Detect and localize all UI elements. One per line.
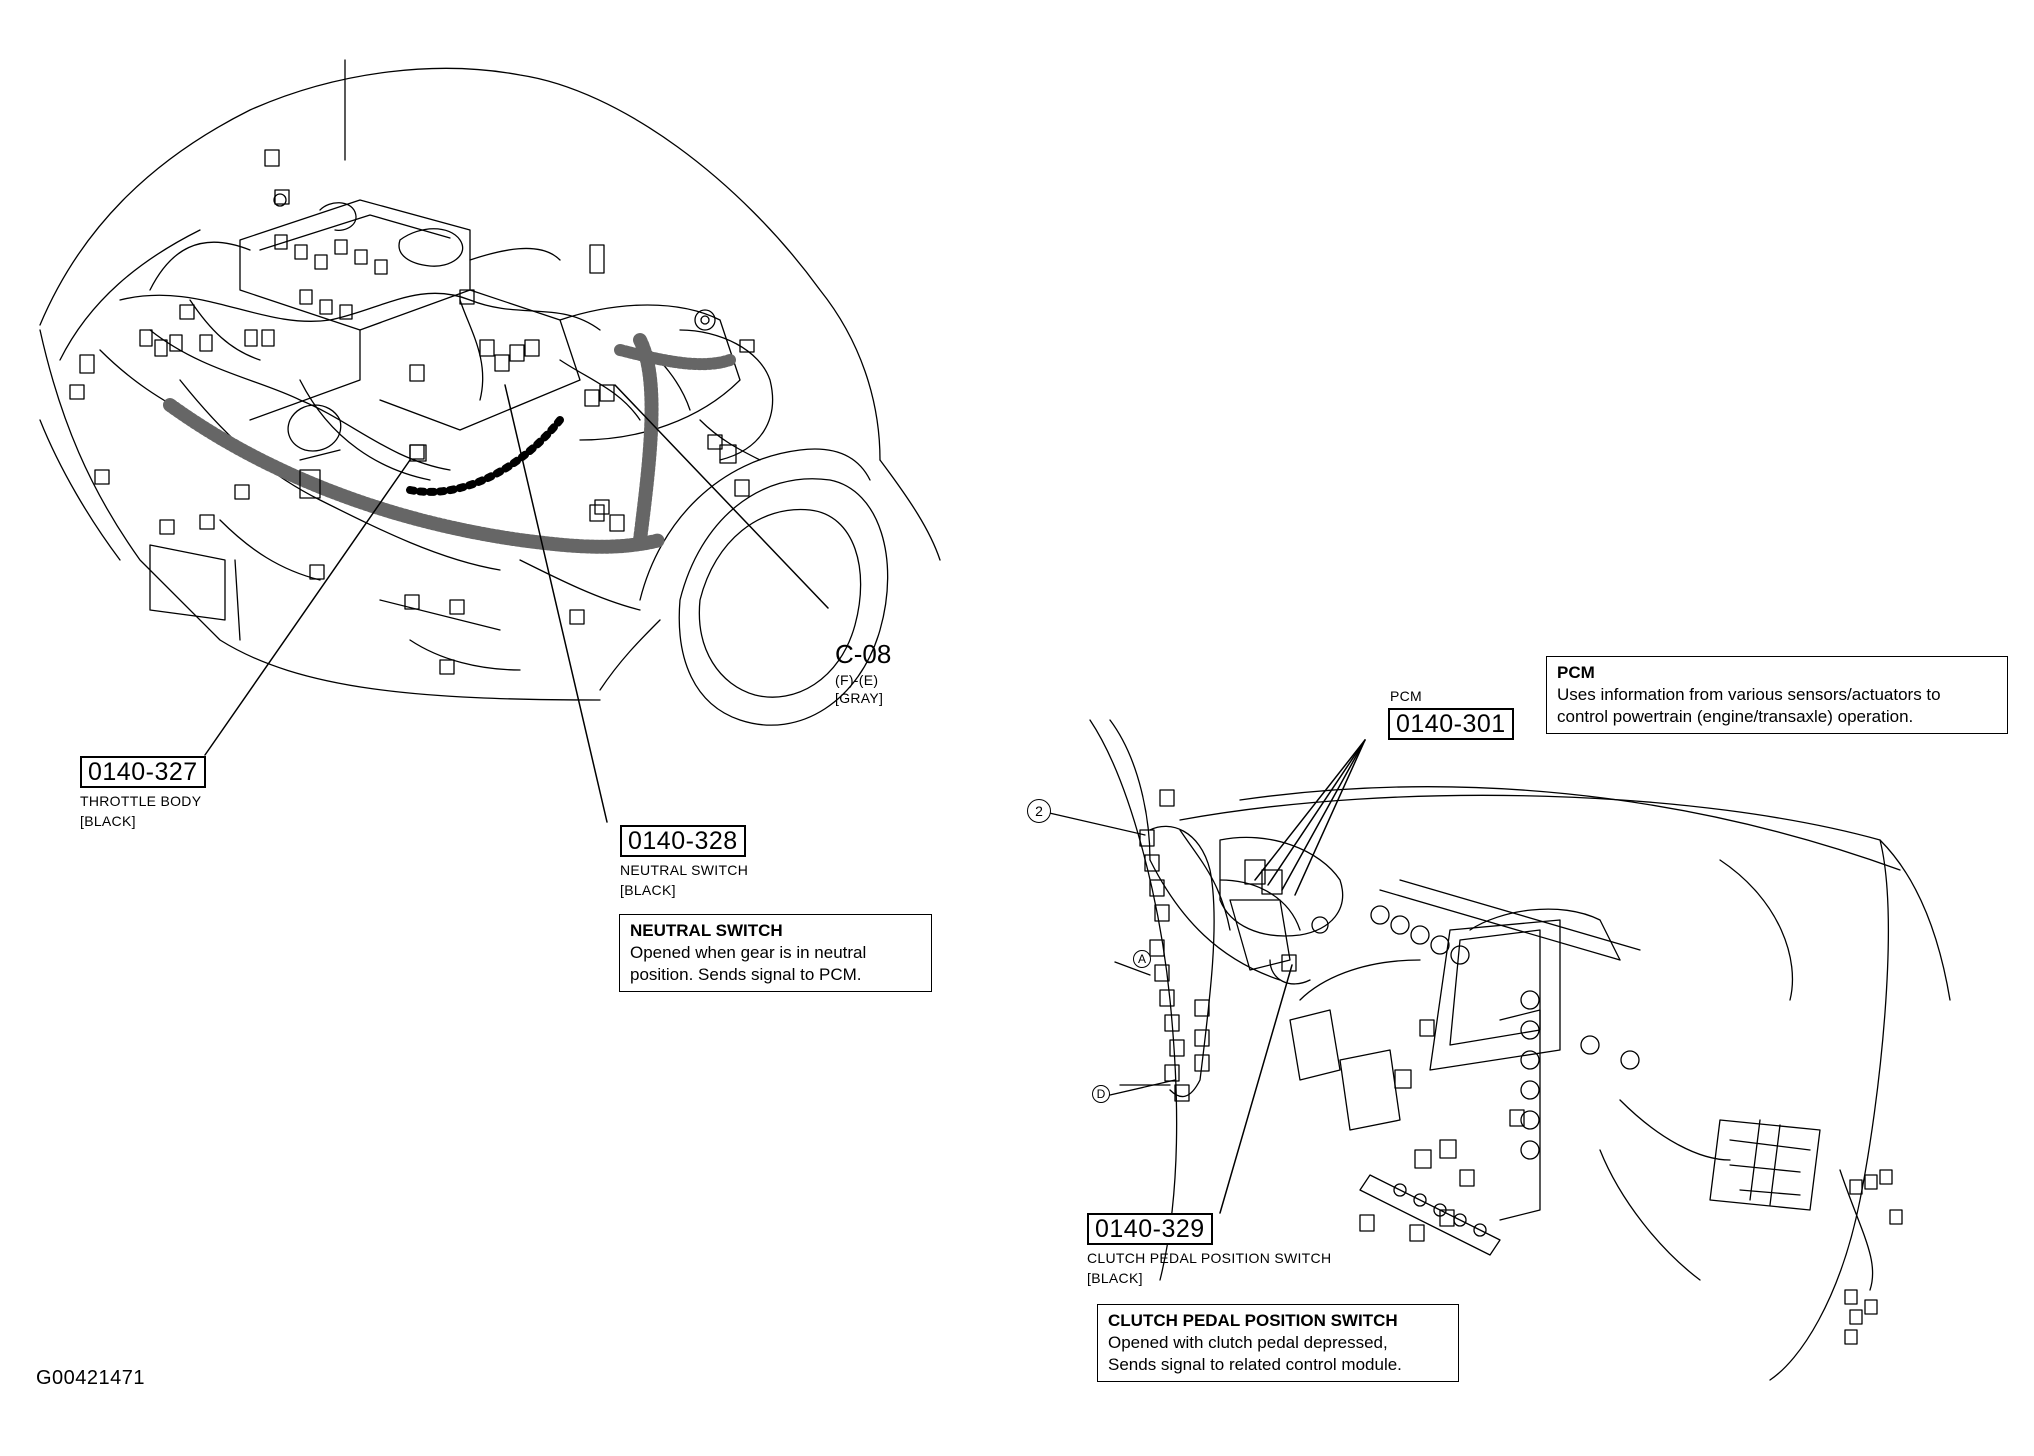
neutral-switch-connector-color: [BLACK] [620,882,676,898]
pcm-connector-label: PCM [1390,688,1423,704]
c08-connector-code: C-08 [835,639,892,669]
neutral-switch-connector-name: NEUTRAL SWITCH [620,862,749,878]
clutch-switch-connector-code: 0140-329 [1087,1213,1213,1245]
marker-2: 2 [1027,799,1051,823]
pcm-info-box: PCM Uses information from various sensor… [1546,656,2008,734]
throttle-body-connector-code: 0140-327 [80,756,206,788]
pcm-info-line-1: Uses information from various sensors/ac… [1557,685,1941,704]
marker-d: D [1092,1085,1110,1103]
clutch-switch-connector-name: CLUTCH PEDAL POSITION SWITCH [1087,1250,1332,1266]
c08-connector-pins: (F)-(E) [835,672,879,688]
clutch-switch-info-title: CLUTCH PEDAL POSITION SWITCH [1108,1311,1398,1330]
clutch-switch-info-line-1: Opened with clutch pedal depressed, [1108,1333,1388,1352]
c08-connector-color: [GRAY] [835,690,884,706]
clutch-switch-info-line-2: Sends signal to related control module. [1108,1355,1402,1374]
pcm-info-line-2: control powertrain (engine/transaxle) op… [1557,707,1914,726]
neutral-switch-info-box: NEUTRAL SWITCH Opened when gear is in ne… [619,914,932,992]
figure-id: G00421471 [36,1367,146,1389]
dashboard-drawing [1044,719,1951,1381]
neutral-switch-info-title: NEUTRAL SWITCH [630,921,783,940]
pcm-info-title: PCM [1557,663,1595,682]
engine-compartment-drawing [39,59,941,823]
clutch-switch-info-box: CLUTCH PEDAL POSITION SWITCH Opened with… [1097,1304,1459,1382]
pcm-connector-code: 0140-301 [1388,708,1514,740]
neutral-switch-info-line-2: position. Sends signal to PCM. [630,965,862,984]
neutral-switch-connector-code: 0140-328 [620,825,746,857]
marker-a: A [1133,950,1151,968]
throttle-body-connector-name: THROTTLE BODY [80,793,202,809]
neutral-switch-info-line-1: Opened when gear is in neutral [630,943,867,962]
clutch-switch-connector-color: [BLACK] [1087,1270,1143,1286]
throttle-body-connector-color: [BLACK] [80,813,136,829]
